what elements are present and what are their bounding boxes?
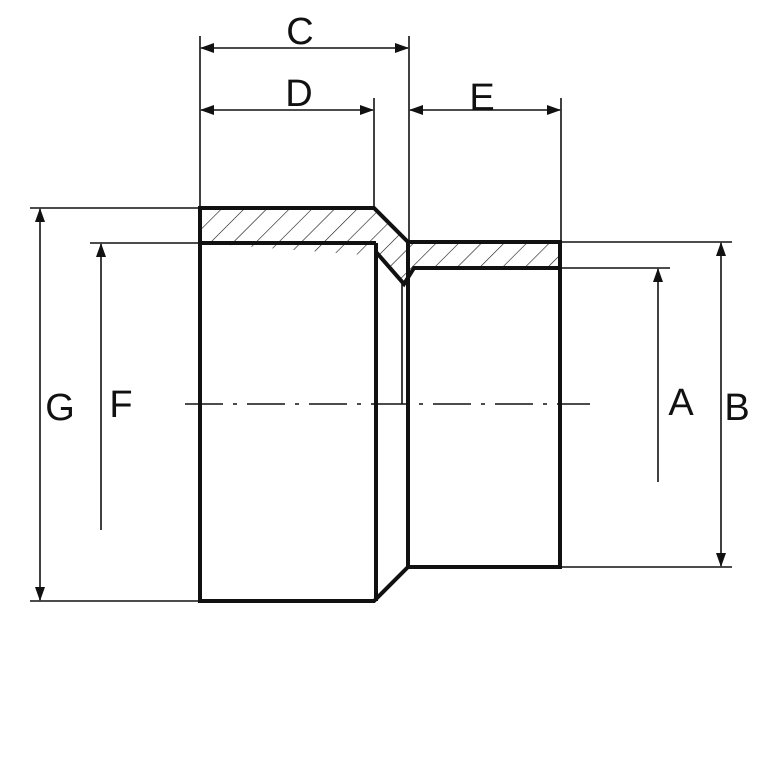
label-f: F: [109, 384, 132, 426]
label-c: C: [286, 11, 313, 53]
label-b: B: [724, 387, 749, 429]
label-a: A: [668, 382, 694, 424]
label-e: E: [469, 77, 494, 119]
label-d: D: [285, 73, 312, 115]
inner-taper-line: [374, 250, 560, 288]
label-g: G: [45, 387, 75, 429]
wall-section-hatch: [200, 208, 560, 284]
